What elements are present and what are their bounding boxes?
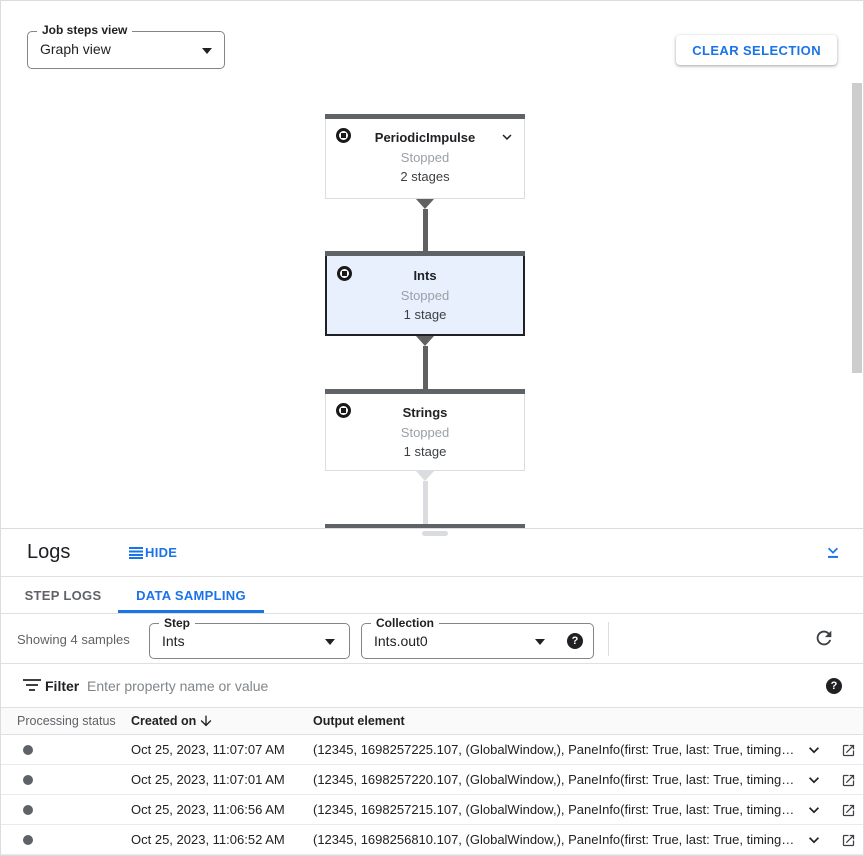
graph-vertical-scrollbar[interactable]	[852, 83, 862, 373]
stopped-status-icon	[336, 128, 351, 143]
open-in-new-icon[interactable]	[841, 832, 857, 848]
filter-bar: Filter ?	[1, 664, 863, 708]
created-on-cell: Oct 25, 2023, 11:06:56 AM	[131, 802, 285, 817]
output-element-cell: (12345, 1698256810.107, (GlobalWindow,),…	[313, 832, 795, 847]
expand-row-icon[interactable]	[804, 800, 824, 820]
logs-header: Logs HIDE	[1, 529, 863, 577]
open-in-new-icon[interactable]	[841, 772, 857, 788]
expand-row-icon[interactable]	[804, 770, 824, 790]
stopped-status-icon	[337, 266, 352, 281]
processing-status-dot	[23, 835, 33, 845]
node-expand-icon[interactable]	[498, 128, 516, 146]
collection-help-icon[interactable]: ?	[567, 633, 583, 649]
output-element-cell: (12345, 1698257225.107, (GlobalWindow,),…	[313, 742, 795, 757]
processing-status-dot	[23, 805, 33, 815]
graph-edge	[416, 199, 434, 251]
created-on-cell: Oct 25, 2023, 11:06:52 AM	[131, 832, 285, 847]
job-steps-view-value: Graph view	[40, 41, 111, 57]
column-output-element: Output element	[313, 714, 405, 728]
node-status: Stopped	[400, 150, 450, 165]
column-processing-status: Processing status	[17, 714, 116, 728]
collapse-panel-icon[interactable]	[823, 543, 843, 563]
logs-tabs: STEP LOGS DATA SAMPLING	[1, 577, 863, 614]
filter-label: Filter	[45, 678, 80, 694]
step-select-label: Step	[159, 616, 196, 630]
job-steps-view-label: Job steps view	[37, 23, 133, 37]
column-created-on[interactable]: Created on	[131, 714, 197, 728]
tab-data-sampling[interactable]: DATA SAMPLING	[118, 577, 264, 613]
logs-panel-title: Logs	[27, 541, 71, 563]
node-stage-count: 2 stages	[400, 169, 450, 184]
filter-icon	[23, 679, 41, 693]
collection-select[interactable]: Collection Ints.out0 ?	[361, 616, 594, 659]
node-title: Strings	[402, 405, 448, 420]
collection-select-label: Collection	[371, 616, 440, 630]
processing-status-dot	[23, 775, 33, 785]
hide-label: HIDE	[145, 545, 178, 560]
graph-edge	[416, 336, 434, 389]
expand-row-icon[interactable]	[804, 740, 824, 760]
open-in-new-icon[interactable]	[841, 802, 857, 818]
refresh-icon[interactable]	[813, 626, 837, 650]
step-select-value: Ints	[162, 633, 185, 649]
toolbar-divider	[608, 622, 609, 656]
collection-select-value: Ints.out0	[374, 633, 428, 649]
output-element-cell: (12345, 1698257215.107, (GlobalWindow,),…	[313, 802, 795, 817]
graph-node-periodicimpulse[interactable]: PeriodicImpulse Stopped 2 stages	[325, 114, 525, 199]
node-stage-count: 1 stage	[403, 307, 447, 322]
table-row[interactable]: Oct 25, 2023, 11:07:01 AM (12345, 169825…	[1, 765, 863, 795]
sort-descending-icon[interactable]	[198, 713, 214, 729]
expand-row-icon[interactable]	[804, 830, 824, 850]
samples-count-text: Showing 4 samples	[17, 632, 130, 647]
created-on-cell: Oct 25, 2023, 11:07:01 AM	[131, 772, 285, 787]
node-status: Stopped	[400, 425, 450, 440]
filter-help-icon[interactable]: ?	[826, 678, 842, 694]
graph-edge	[416, 471, 434, 524]
table-row[interactable]: Oct 25, 2023, 11:06:56 AM (12345, 169825…	[1, 795, 863, 825]
table-row[interactable]: Oct 25, 2023, 11:07:07 AM (12345, 169825…	[1, 735, 863, 765]
stopped-status-icon	[336, 403, 351, 418]
clear-selection-button[interactable]: CLEAR SELECTION	[676, 35, 837, 65]
processing-status-dot	[23, 745, 33, 755]
created-on-cell: Oct 25, 2023, 11:07:07 AM	[131, 742, 285, 757]
panel-resize-handle[interactable]	[422, 531, 448, 536]
node-title: PeriodicImpulse	[374, 130, 476, 145]
hide-logs-button[interactable]: HIDE	[129, 545, 177, 560]
node-top-bar	[325, 389, 525, 394]
logs-panel: Logs HIDE STEP LOGS DATA SAMPLING Showin…	[1, 528, 863, 855]
open-in-new-icon[interactable]	[841, 742, 857, 758]
node-status: Stopped	[400, 288, 450, 303]
tab-step-logs[interactable]: STEP LOGS	[24, 587, 102, 603]
node-title: Ints	[413, 268, 437, 283]
dropdown-arrow-icon	[325, 639, 335, 645]
step-select[interactable]: Step Ints	[149, 616, 350, 659]
output-element-cell: (12345, 1698257220.107, (GlobalWindow,),…	[313, 772, 795, 787]
table-header: Processing status Created on Output elem…	[1, 708, 863, 735]
graph-node-strings[interactable]: Strings Stopped 1 stage	[325, 389, 525, 471]
node-stage-count: 1 stage	[403, 444, 447, 459]
graph-node-partial	[325, 524, 525, 528]
sampling-toolbar: Showing 4 samples Step Ints Collection I…	[1, 614, 863, 664]
node-top-bar	[325, 114, 525, 119]
table-row[interactable]: Oct 25, 2023, 11:06:52 AM (12345, 169825…	[1, 825, 863, 855]
graph-node-ints[interactable]: Ints Stopped 1 stage	[325, 251, 525, 336]
dropdown-arrow-icon	[202, 48, 212, 54]
filter-input[interactable]	[87, 671, 787, 701]
job-graph-canvas: Job steps view Graph view CLEAR SELECTIO…	[1, 1, 863, 528]
hide-lines-icon	[129, 546, 143, 559]
dropdown-arrow-icon	[535, 639, 545, 645]
node-top-bar	[325, 251, 525, 256]
job-steps-view-select[interactable]: Job steps view Graph view	[27, 23, 225, 69]
